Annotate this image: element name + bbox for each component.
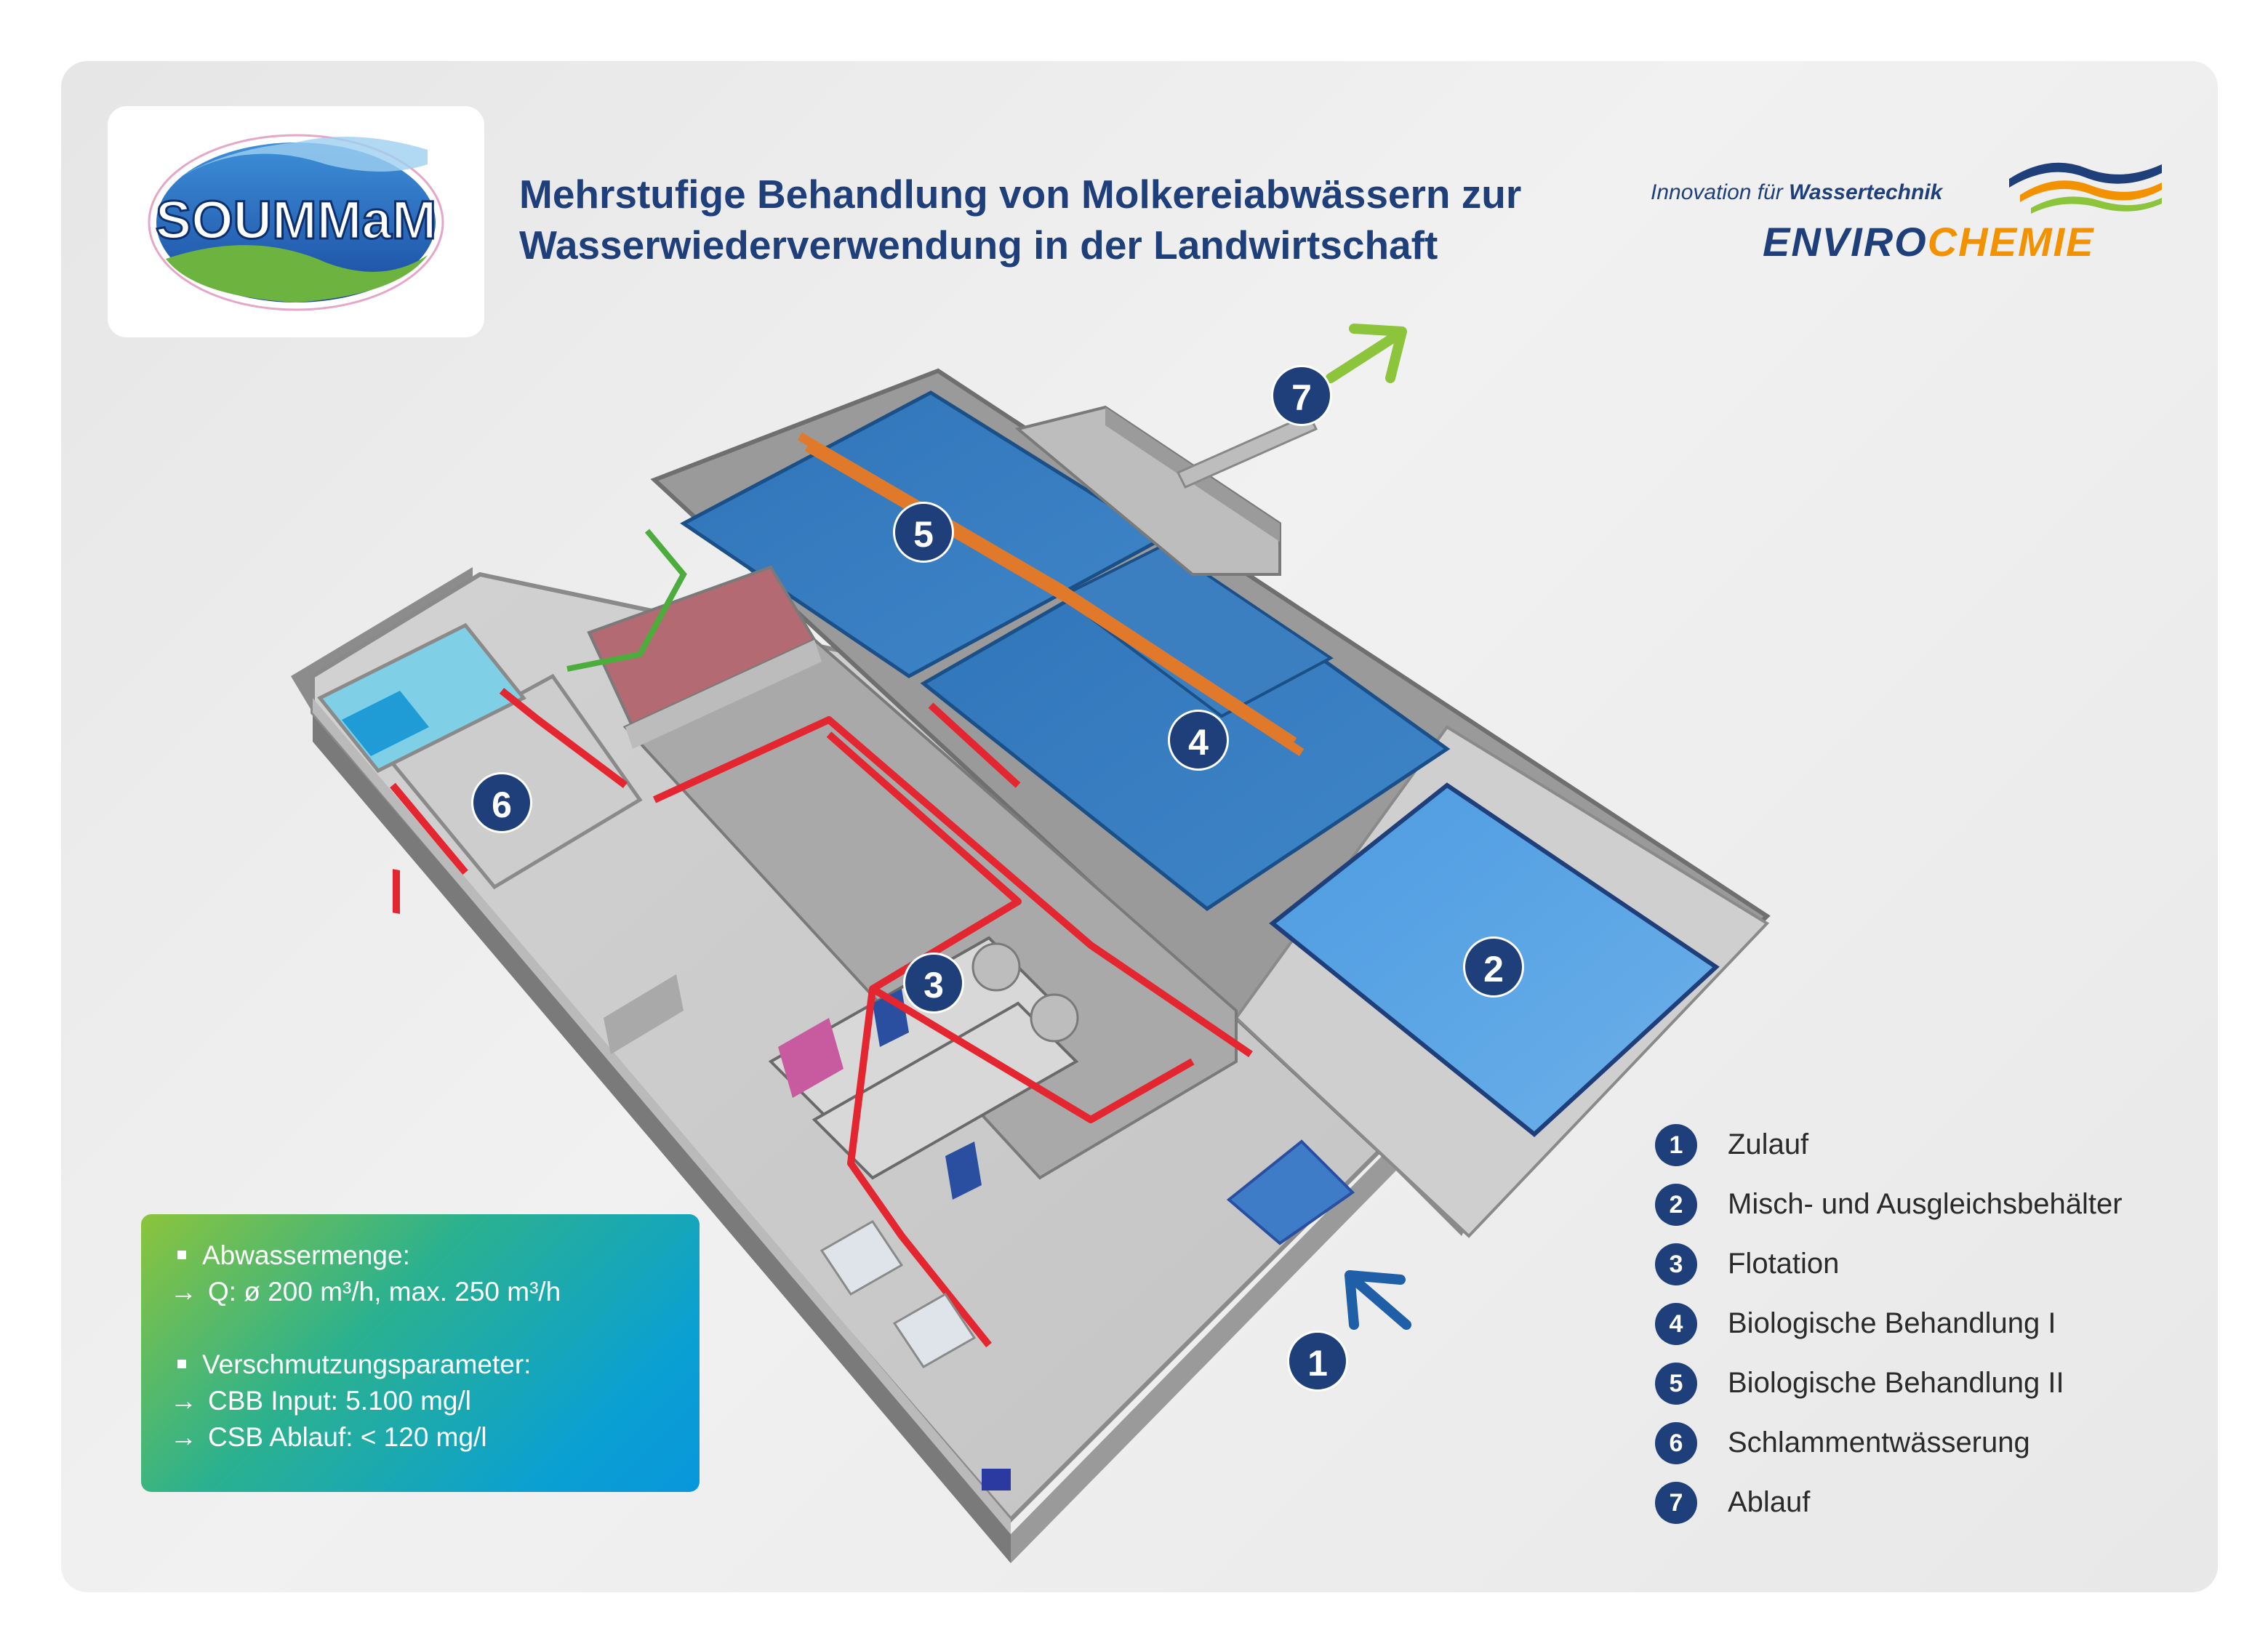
brand-part-2: CHEMIE bbox=[1927, 219, 2095, 265]
inlet-basin bbox=[1226, 1139, 1355, 1245]
inflow-arrow-icon bbox=[1345, 1270, 1411, 1330]
info-value-1-row: → Q: ø 200 m³/h, max. 250 m³/h bbox=[170, 1277, 561, 1307]
info-heading-2: Verschmutzungsparameter: bbox=[202, 1349, 532, 1379]
legend-number: 3 bbox=[1655, 1243, 1697, 1285]
outer-wall-details bbox=[313, 698, 1011, 1534]
tagline-prefix: Innovation für bbox=[1651, 180, 1783, 204]
info-value-3-row: → CSB Ablauf: < 120 mg/l bbox=[170, 1422, 487, 1453]
legend-number: 5 bbox=[1655, 1363, 1697, 1405]
arrow-icon: → bbox=[170, 1422, 197, 1452]
orange-piping bbox=[797, 432, 1305, 757]
legend-number: 2 bbox=[1655, 1184, 1697, 1226]
info-heading-1-row: Abwassermenge: bbox=[170, 1240, 410, 1271]
outflow-arrow-icon bbox=[1326, 324, 1407, 383]
marker-3: 3 bbox=[903, 952, 964, 1014]
info-heading-1: Abwassermenge: bbox=[202, 1240, 410, 1270]
arrow-icon: → bbox=[170, 1277, 197, 1307]
arrow-icon: → bbox=[170, 1386, 197, 1416]
brand-part-1: ENVIRO bbox=[1763, 219, 1928, 265]
tagline-bold: Wassertechnik bbox=[1789, 180, 1943, 204]
legend-label: Flotation bbox=[1728, 1248, 1840, 1280]
soummam-logo-text: SOUMMaM bbox=[156, 190, 436, 250]
marker-4: 4 bbox=[1168, 710, 1229, 771]
envirochemie-brand: ENVIROCHEMIE bbox=[1763, 218, 2095, 265]
marker-2: 2 bbox=[1463, 936, 1524, 998]
soummam-logo: SOUMMaM bbox=[108, 106, 484, 337]
marker-5: 5 bbox=[893, 502, 954, 563]
outflow-pipe bbox=[1176, 413, 1318, 489]
info-value-3: CSB Ablauf: < 120 mg/l bbox=[208, 1422, 487, 1452]
bullet-icon bbox=[177, 1251, 186, 1260]
hall-corner-wall bbox=[604, 974, 684, 1054]
legend-label: Misch- und Ausgleichsbehälter bbox=[1728, 1188, 2123, 1220]
envirochemie-wave-icon bbox=[2009, 162, 2162, 214]
info-value-2: CBB Input: 5.100 mg/l bbox=[208, 1386, 471, 1416]
title-line-2: Wasserwiederverwendung in der Landwirtsc… bbox=[519, 222, 1438, 268]
green-piping bbox=[566, 529, 687, 672]
marker-7: 7 bbox=[1271, 365, 1332, 426]
legend-label: Biologische Behandlung I bbox=[1728, 1307, 2056, 1339]
legend-label: Biologische Behandlung II bbox=[1728, 1367, 2064, 1399]
storage-racks bbox=[820, 1220, 977, 1368]
envirochemie-tagline: Innovation für Wassertechnik bbox=[1651, 180, 1942, 205]
tank-5b bbox=[1059, 543, 1334, 718]
info-value-1: Q: ø 200 m³/h, max. 250 m³/h bbox=[208, 1277, 561, 1307]
info-heading-2-row: Verschmutzungsparameter: bbox=[170, 1349, 531, 1380]
legend-number: 4 bbox=[1655, 1303, 1697, 1345]
info-box: Abwassermenge: → Q: ø 200 m³/h, max. 250 … bbox=[141, 1214, 700, 1492]
legend-number: 6 bbox=[1655, 1422, 1697, 1464]
legend-number: 1 bbox=[1655, 1124, 1697, 1166]
marker-6: 6 bbox=[471, 772, 532, 833]
legend-number: 7 bbox=[1655, 1482, 1697, 1524]
flotation-equipment bbox=[768, 936, 1079, 1200]
marker-1: 1 bbox=[1287, 1331, 1348, 1392]
legend-label: Schlammentwässerung bbox=[1728, 1427, 2030, 1459]
bullet-icon bbox=[177, 1360, 186, 1369]
page-title: Mehrstufige Behandlung von Molkereiabwäs… bbox=[519, 169, 1610, 270]
info-value-2-row: → CBB Input: 5.100 mg/l bbox=[170, 1386, 471, 1416]
title-line-1: Mehrstufige Behandlung von Molkereiabwäs… bbox=[519, 172, 1522, 217]
legend-label: Zulauf bbox=[1728, 1128, 1809, 1160]
red-piping bbox=[390, 688, 1253, 1348]
lab-basin bbox=[342, 691, 429, 756]
legend-label: Ablauf bbox=[1728, 1486, 1811, 1518]
